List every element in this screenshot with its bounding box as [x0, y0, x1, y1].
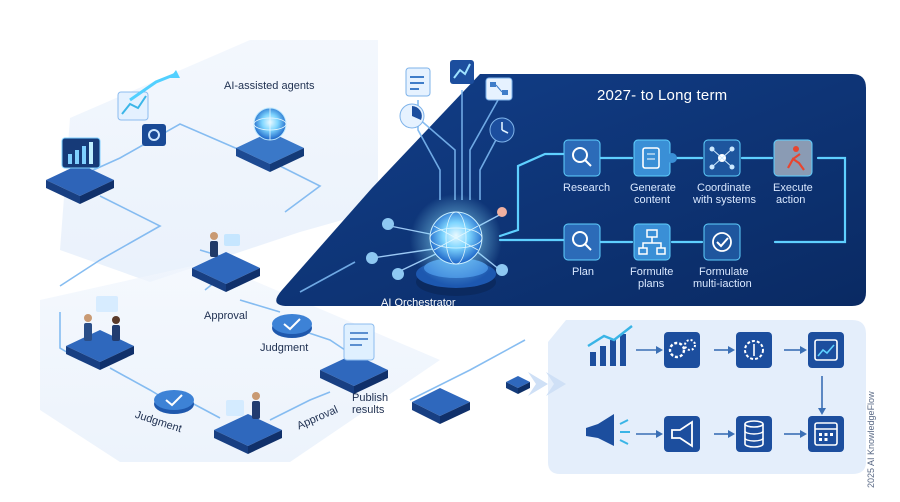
- lower-left-panel-bg: [40, 262, 440, 462]
- connector-line: [109, 367, 161, 397]
- long-term-title: 2027- to Long term: [597, 87, 728, 104]
- node-dot: [382, 218, 394, 230]
- arrow-head: [800, 430, 807, 438]
- arrow-head: [800, 346, 807, 354]
- database-icon: [736, 416, 772, 452]
- tile-publish: [320, 323, 388, 394]
- tile-globe: [236, 107, 304, 172]
- piece-execute: [773, 139, 813, 177]
- piece-research: [563, 139, 601, 177]
- line-chart-icon: [450, 60, 474, 84]
- formulte-label-line2: plans: [638, 278, 665, 290]
- node-dot: [496, 264, 508, 276]
- workflow-panel-bg: [548, 320, 866, 474]
- tile-judgment-bottom: [154, 390, 194, 414]
- formulate-label-line2: multi-iaction: [693, 278, 752, 290]
- execute-label-line2: action: [776, 194, 806, 206]
- chevron-arrow: [528, 372, 548, 396]
- flow-chart-icon: [485, 77, 513, 101]
- document-chart-icon: [405, 67, 431, 97]
- gears-icon: [664, 332, 700, 368]
- coordinate-label-line2: with systems: [693, 194, 756, 206]
- generate-label-line1: Generate: [630, 182, 676, 194]
- publish-label-line2: results: [352, 404, 385, 416]
- chart-gear-icons: [117, 70, 180, 146]
- connector-line: [59, 195, 162, 287]
- formulate-label-line1: Formulate: [699, 266, 749, 278]
- megaphone-icon: [586, 414, 630, 446]
- connector-line: [417, 117, 456, 200]
- connector-line: [189, 401, 221, 419]
- arrow-head: [728, 346, 735, 354]
- connector-line: [409, 339, 526, 401]
- arrow-head: [656, 430, 663, 438]
- arrow-head: [656, 346, 663, 354]
- glow-line: [498, 152, 565, 238]
- connector-line: [267, 159, 322, 213]
- calendar-icon: [808, 416, 844, 452]
- connector-line: [469, 99, 499, 200]
- approval-label-top: Approval: [204, 310, 248, 322]
- piece-coordinate: [703, 139, 741, 177]
- pie-chart-icon: [399, 103, 425, 129]
- node-dot: [497, 207, 507, 217]
- piece-generate: [633, 139, 677, 177]
- connector-line: [299, 329, 346, 351]
- tile-judgment-mid: [272, 314, 312, 338]
- formulte-label-line1: Formulte: [630, 266, 674, 278]
- publish-label-line1: Publish: [352, 392, 389, 404]
- currency-gear-icon: [736, 332, 772, 368]
- tile-approval-bottom: [214, 392, 282, 454]
- execute-label-line1: Execute: [773, 182, 813, 194]
- credit-text: 2025 AI KnowledgeFlow: [866, 391, 876, 488]
- tile-hub: [412, 376, 530, 424]
- connector-line: [299, 261, 356, 293]
- judgment-label-mid: Judgment: [260, 342, 309, 354]
- calendar-chart-icon: [808, 332, 844, 368]
- growth-chart-icon: [587, 325, 633, 366]
- node-dot: [366, 252, 378, 264]
- connector-line: [239, 299, 281, 313]
- piece-plan: [563, 223, 601, 261]
- orchestrator-label: AI Orchestrator: [381, 297, 456, 309]
- arrow-head: [728, 430, 735, 438]
- plan-label: Plan: [572, 266, 595, 278]
- piece-formulate: [703, 223, 741, 261]
- node-dot: [392, 268, 404, 280]
- tile-dashboard: [46, 137, 114, 204]
- connector-line: [479, 135, 499, 200]
- tile-people: [66, 296, 134, 370]
- generate-label-line2: content: [634, 194, 671, 206]
- arrow-head: [818, 408, 826, 415]
- announcement-icon: [664, 416, 700, 452]
- tile-approval-top: [192, 232, 260, 292]
- clock-icon: [489, 117, 515, 143]
- chevron-arrow: [546, 372, 566, 396]
- coordinate-label-line1: Coordinate: [697, 182, 751, 194]
- piece-formulte: [633, 223, 671, 261]
- glow-line: [773, 156, 847, 244]
- research-label: Research: [563, 182, 611, 194]
- agents-panel-title: AI-assisted agents: [224, 80, 315, 92]
- connector-line: [269, 391, 331, 421]
